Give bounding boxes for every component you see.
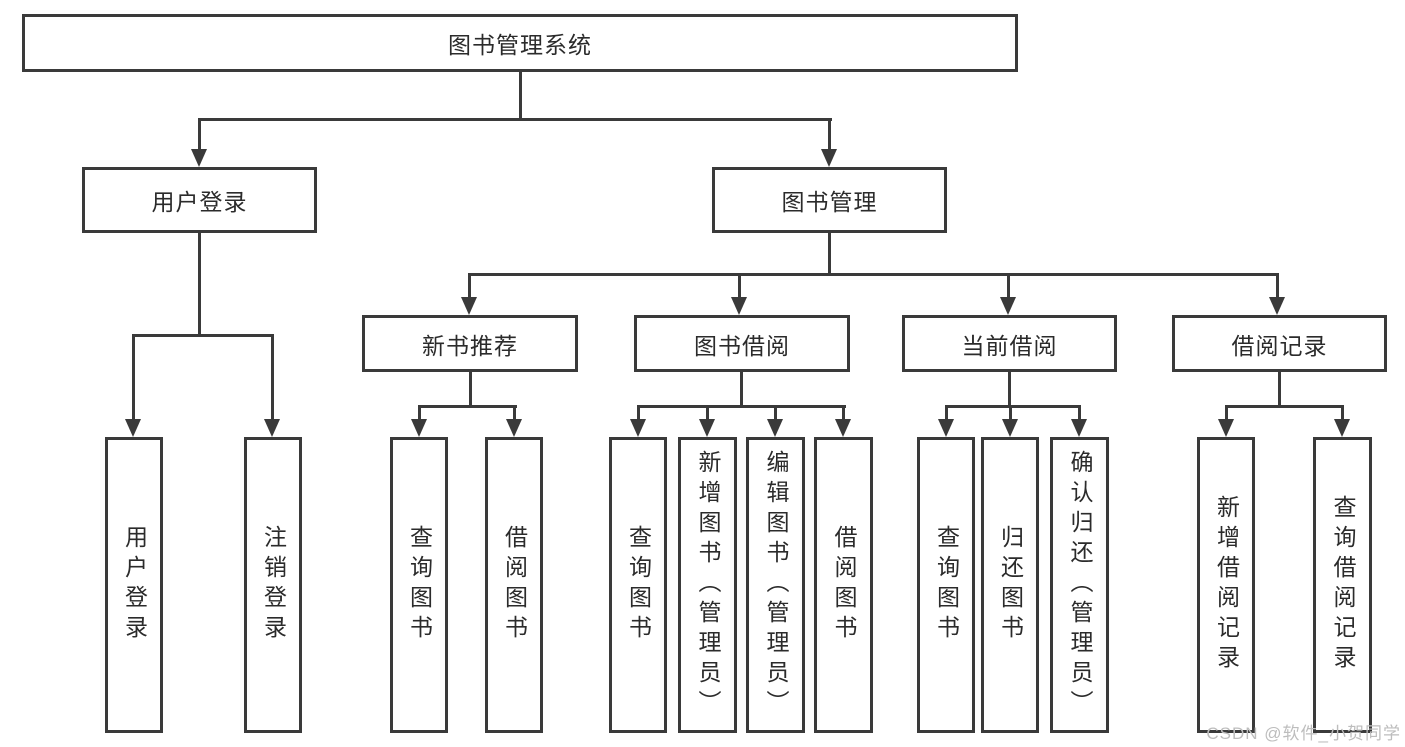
arrow-down-icon (1218, 419, 1234, 437)
connector (706, 405, 709, 422)
leaf-add-book-admin: 新增图书（管理员） (678, 437, 737, 733)
connector (198, 118, 201, 152)
node-borrow-records: 借阅记录 (1172, 315, 1387, 372)
node-new-book-recommend: 新书推荐 (362, 315, 578, 372)
leaf-query-books-borrow: 查询图书 (609, 437, 667, 733)
leaf-add-borrow-record: 新增借阅记录 (1197, 437, 1255, 733)
leaf-logout: 注销登录 (244, 437, 302, 733)
arrow-down-icon (1002, 419, 1018, 437)
connector (842, 405, 845, 422)
arrow-down-icon (938, 419, 954, 437)
arrow-down-icon (1000, 297, 1016, 315)
node-book-management: 图书管理 (712, 167, 947, 233)
connector (1276, 273, 1279, 299)
connector (1278, 372, 1281, 408)
connector (519, 72, 522, 121)
leaf-edit-book-admin: 编辑图书（管理员） (746, 437, 805, 733)
arrow-down-icon (461, 297, 477, 315)
connector (271, 334, 274, 421)
connector (945, 405, 1081, 408)
connector (1009, 405, 1012, 422)
leaf-borrow-books: 借阅图书 (814, 437, 873, 733)
arrow-down-icon (835, 419, 851, 437)
connector (740, 372, 743, 408)
arrow-down-icon (821, 149, 837, 167)
connector (774, 405, 777, 422)
arrow-down-icon (1269, 297, 1285, 315)
node-book-borrow: 图书借阅 (634, 315, 850, 372)
arrow-down-icon (125, 419, 141, 437)
connector (418, 405, 421, 422)
leaf-borrow-books-recommend: 借阅图书 (485, 437, 543, 733)
connector (828, 233, 831, 276)
arrow-down-icon (1334, 419, 1350, 437)
arrow-down-icon (191, 149, 207, 167)
connector (945, 405, 948, 422)
connector (1225, 405, 1344, 408)
arrow-down-icon (264, 419, 280, 437)
leaf-return-book: 归还图书 (981, 437, 1039, 733)
leaf-query-borrow-record: 查询借阅记录 (1313, 437, 1372, 733)
connector (468, 273, 1279, 276)
leaf-confirm-return-admin: 确认归还（管理员） (1050, 437, 1109, 733)
connector (637, 405, 846, 408)
arrow-down-icon (630, 419, 646, 437)
connector (637, 405, 640, 422)
connector (738, 273, 741, 299)
connector (418, 405, 517, 408)
node-user-login: 用户登录 (82, 167, 317, 233)
connector (1007, 273, 1010, 299)
connector (468, 273, 471, 299)
arrow-down-icon (731, 297, 747, 315)
connector (198, 118, 832, 121)
arrow-down-icon (506, 419, 522, 437)
leaf-query-books-current: 查询图书 (917, 437, 975, 733)
connector (1225, 405, 1228, 422)
csdn-watermark: CSDN @软件_小贺同学 (1206, 724, 1401, 743)
arrow-down-icon (1071, 419, 1087, 437)
node-root: 图书管理系统 (22, 14, 1018, 72)
connector (1341, 405, 1344, 422)
connector (1008, 372, 1011, 408)
arrow-down-icon (767, 419, 783, 437)
connector (513, 405, 516, 422)
connector (828, 118, 831, 152)
leaf-query-books-recommend: 查询图书 (390, 437, 448, 733)
connector (469, 372, 472, 408)
connector (198, 233, 201, 337)
node-current-borrow: 当前借阅 (902, 315, 1117, 372)
arrow-down-icon (699, 419, 715, 437)
leaf-user-login: 用户登录 (105, 437, 163, 733)
connector (1078, 405, 1081, 422)
connector (132, 334, 135, 421)
connector (132, 334, 274, 337)
arrow-down-icon (411, 419, 427, 437)
